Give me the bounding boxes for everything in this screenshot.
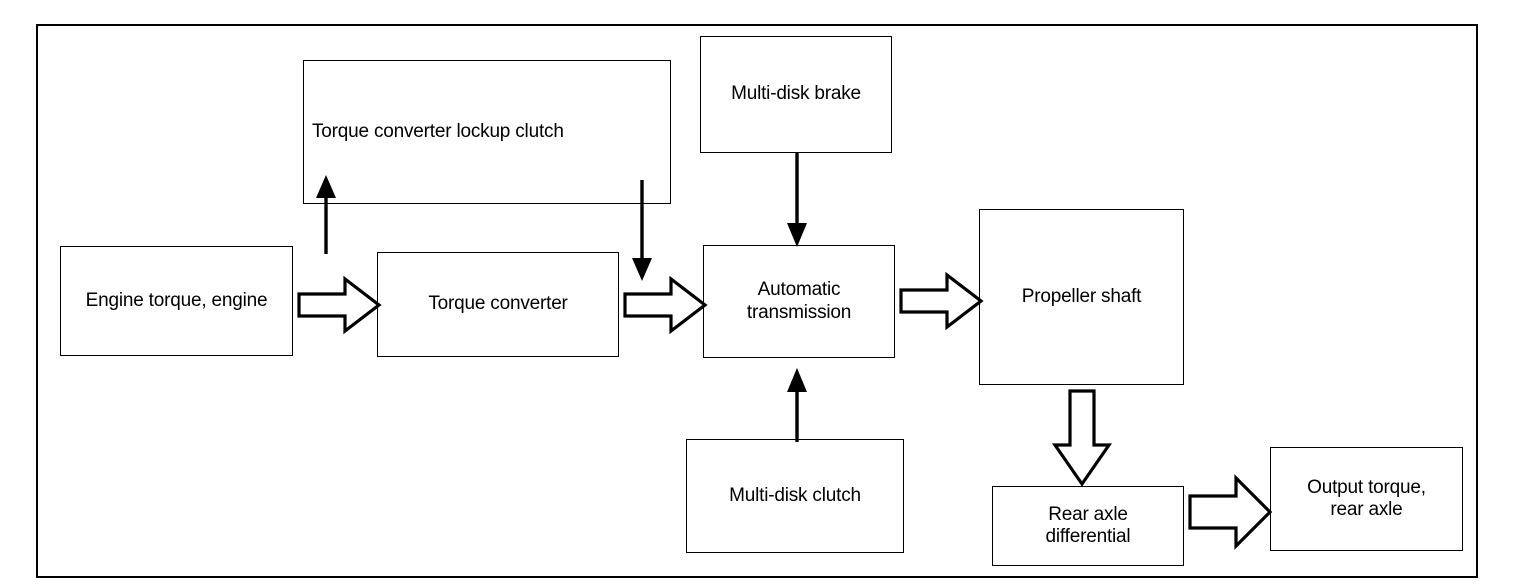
arrow-automatic-transmission-to-propeller-shaft [899, 271, 984, 331]
arrow-torque-converter-to-lockup-clutch [316, 175, 336, 254]
node-rear-axle-differential[interactable]: Rear axle differential [992, 486, 1184, 566]
arrow-multi-disk-clutch-to-automatic-transmission [787, 368, 807, 442]
arrow-multi-disk-brake-to-automatic-transmission [787, 153, 807, 247]
node-label: Multi-disk clutch [729, 484, 861, 506]
node-label: Propeller shaft [1021, 285, 1142, 307]
node-label: Output torque, rear axle [1307, 476, 1426, 520]
node-label: Torque converter [428, 293, 568, 315]
node-multi-disk-clutch[interactable]: Multi-disk clutch [686, 439, 904, 553]
node-label: Engine torque, engine [85, 289, 268, 311]
arrow-torque-converter-to-automatic-transmission [623, 275, 708, 335]
node-label: Torque converter lockup clutch [312, 120, 564, 142]
node-label: Automatic transmission [746, 279, 852, 323]
node-engine-torque-engine[interactable]: Engine torque, engine [60, 246, 293, 356]
node-torque-converter[interactable]: Torque converter [377, 252, 619, 357]
diagram-outer-frame [36, 24, 1478, 578]
node-label: Multi-disk brake [731, 83, 861, 105]
arrow-engine-to-torque-converter [297, 275, 382, 335]
arrow-rear-axle-differential-to-output-torque [1188, 474, 1273, 550]
node-label: Rear axle differential [1045, 503, 1131, 547]
arrow-propeller-shaft-to-rear-axle-differential [1051, 389, 1113, 487]
arrow-lockup-clutch-to-torque-path [632, 180, 652, 281]
node-automatic-transmission[interactable]: Automatic transmission [703, 245, 895, 358]
node-torque-converter-lockup-clutch[interactable]: Torque converter lockup clutch [303, 60, 671, 204]
node-propeller-shaft[interactable]: Propeller shaft [979, 209, 1184, 385]
node-output-torque-rear-axle[interactable]: Output torque, rear axle [1270, 447, 1463, 551]
node-multi-disk-brake[interactable]: Multi-disk brake [700, 36, 892, 153]
